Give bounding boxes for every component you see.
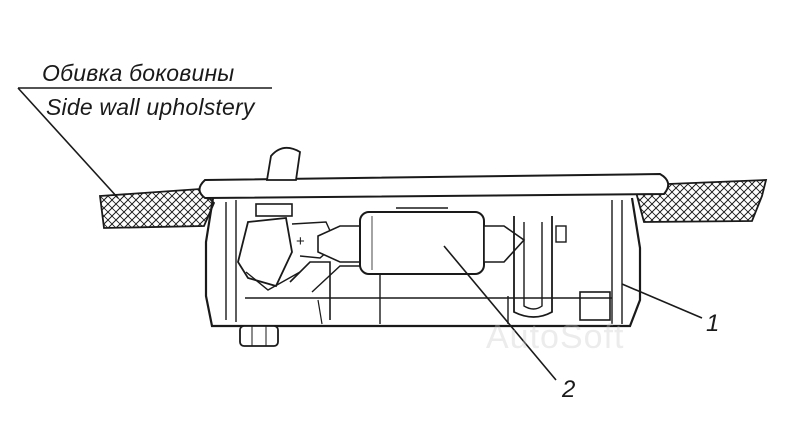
switch-contact: [237, 203, 337, 291]
upholstery-leader: [17, 87, 272, 199]
side-wall-upholstery: [98, 179, 768, 229]
spring-clip: [513, 216, 567, 318]
switch-knob: [265, 146, 301, 181]
callout-1: 1: [706, 310, 720, 337]
plus-sign: +: [296, 233, 305, 250]
upholstery-label-ru: Обивка боковины: [42, 60, 235, 86]
watermark: AutoSoft: [486, 318, 625, 356]
lamp-cover: [198, 172, 670, 200]
upholstery-label-en: Side wall upholstery: [46, 94, 255, 120]
callout-2: 2: [562, 376, 576, 403]
mounting-stud: [239, 325, 279, 347]
lamp-housing: [204, 197, 642, 328]
callout-leaders: [443, 245, 703, 381]
lamp-bulb: [317, 207, 526, 275]
